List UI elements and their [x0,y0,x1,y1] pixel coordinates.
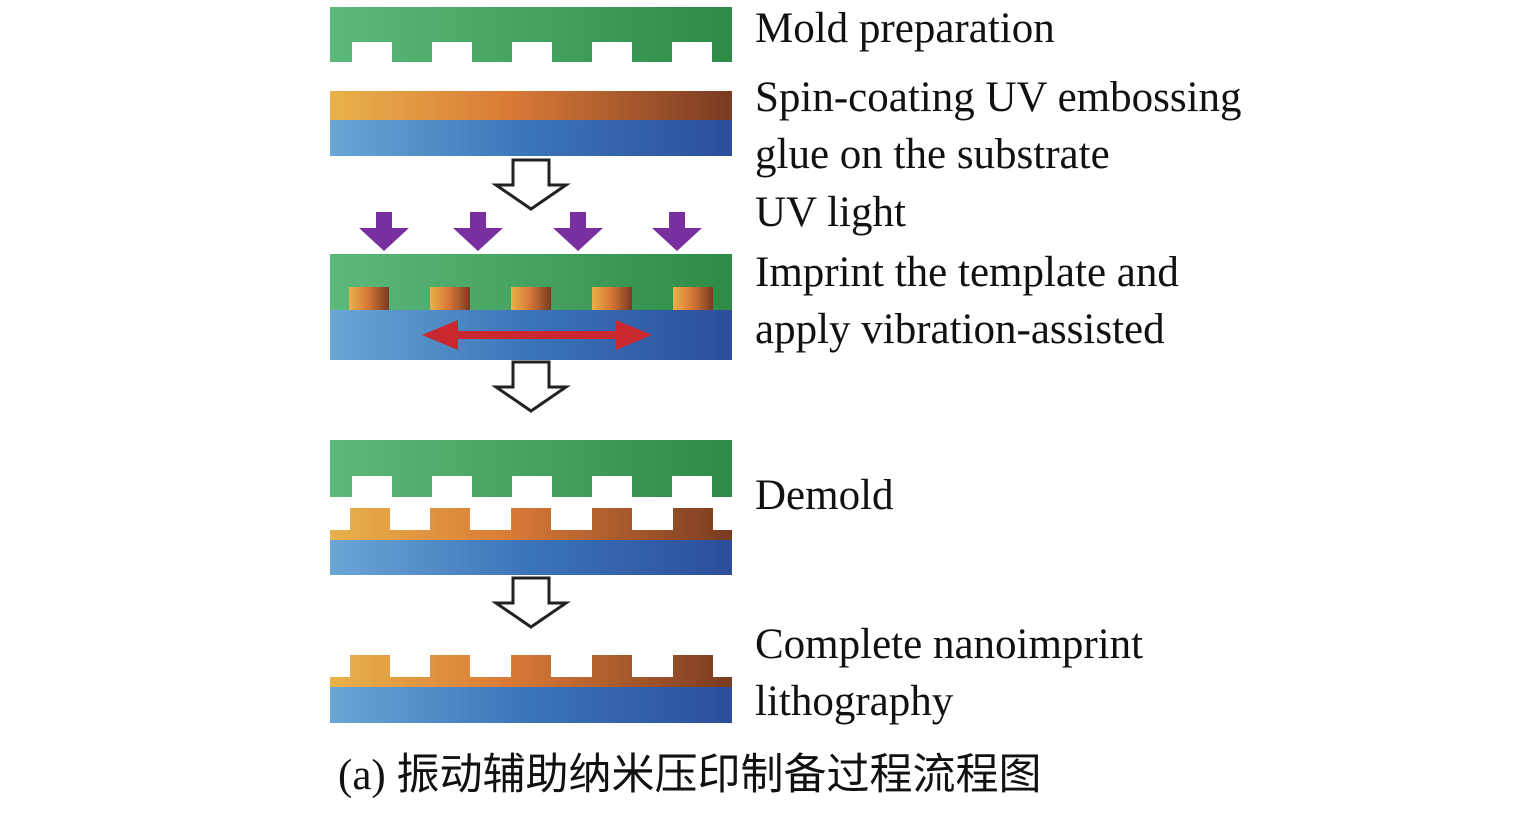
label-spin-coating-line2: glue on the substrate [755,131,1110,178]
flow-arrow-2 [491,360,571,413]
uv-arrow-icon [553,212,603,251]
flow-arrow-1 [491,158,571,211]
label-spin-coating-line1: Spin-coating UV embossing [755,74,1242,121]
label-complete-line2: lithography [755,678,954,725]
caption-text: 振动辅助纳米压印制备过程流程图 [396,752,1042,799]
mold-step1 [330,7,732,62]
figure-caption: (a) 振动辅助纳米压印制备过程流程图 [338,748,1041,804]
uv-arrow-icon [359,212,409,251]
label-imprint-line2: apply vibration-assisted [755,306,1165,353]
uv-arrow-icon [652,212,702,251]
label-imprint-line1: Imprint the template and [755,249,1179,296]
glue-substrate-step2 [330,91,732,156]
imprint-step3 [330,254,732,360]
glue-blocks [349,287,713,310]
vibration-arrow-icon [422,320,652,350]
uv-light-arrows [359,212,702,251]
demold-step4 [330,440,732,575]
label-demold: Demold [755,472,894,519]
label-uv-light: UV light [755,189,906,236]
uv-arrow-icon [453,212,503,251]
label-mold-preparation: Mold preparation [755,5,1055,52]
caption-prefix: (a) [338,752,397,799]
label-complete-line1: Complete nanoimprint [755,621,1144,668]
flow-arrow-3 [491,576,571,629]
complete-step5 [330,655,732,723]
